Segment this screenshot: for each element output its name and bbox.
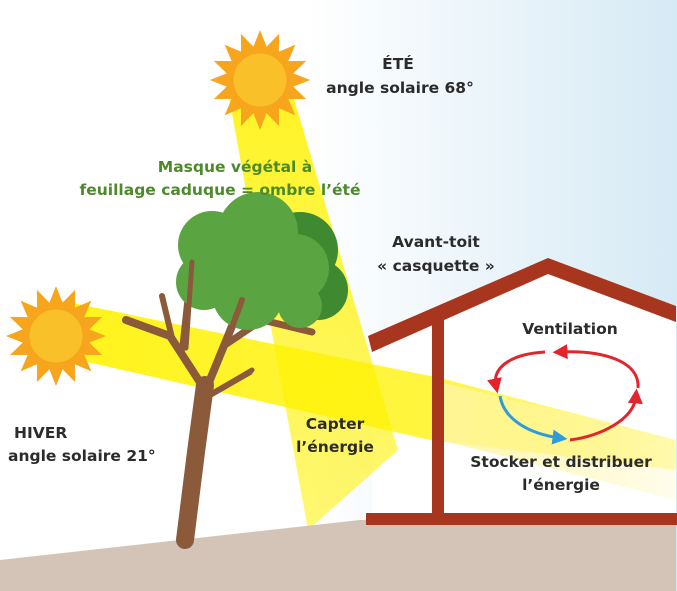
summer-title: ÉTÉ <box>382 55 414 73</box>
ventilation-arrow-bottom-left <box>498 395 568 445</box>
winter-sun-icon <box>6 286 106 386</box>
house-floor <box>366 513 677 525</box>
store-line2: l’énergie <box>522 476 600 494</box>
capture-line1: Capter <box>305 415 365 433</box>
ventilation-arrow-top-left <box>487 350 546 394</box>
overhang-line1: Avant-toit <box>392 233 480 251</box>
ventilation-cycle <box>487 344 643 445</box>
house-roof <box>368 258 676 352</box>
tree-foliage <box>176 192 348 330</box>
winter-title: HIVER <box>14 424 68 442</box>
vegetal-mask-line1: Masque végétal à <box>157 158 313 176</box>
house <box>366 258 677 525</box>
house-front-wall <box>432 312 444 524</box>
vegetal-mask-line2: feuillage caduque = ombre l’été <box>79 181 361 199</box>
store-line1: Stocker et distribuer <box>470 453 652 471</box>
ventilation-label: Ventilation <box>522 320 618 338</box>
tree-branches <box>183 259 255 398</box>
summer-sun-icon <box>210 30 310 130</box>
ventilation-arrow-bottom-right <box>569 388 643 442</box>
winter-angle: angle solaire 21° <box>8 447 156 465</box>
summer-angle: angle solaire 68° <box>326 79 474 97</box>
ventilation-arrow-top-right <box>552 344 640 389</box>
ground <box>0 520 676 591</box>
capture-line2: l’énergie <box>296 438 374 456</box>
overhang-line2: « casquette » <box>377 257 495 275</box>
